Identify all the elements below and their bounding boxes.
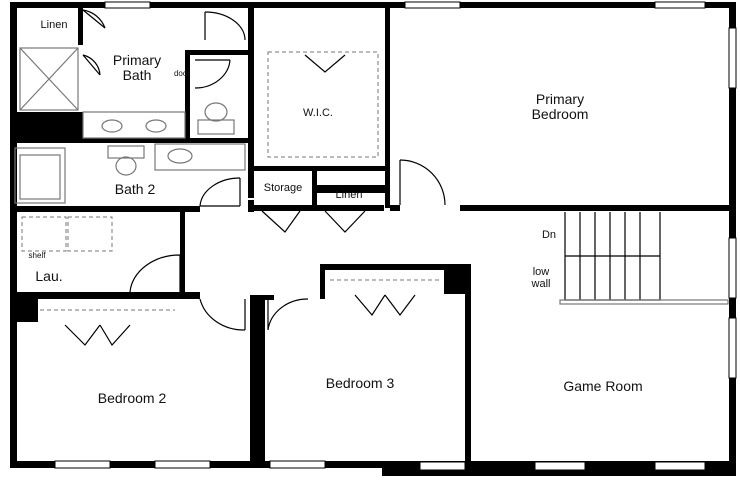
label-linen-hall: Linen [336, 189, 363, 201]
label-linen-top: Linen [41, 19, 68, 31]
label-dn: Dn [542, 229, 556, 241]
label-storage: Storage [264, 182, 303, 194]
label-bedroom-3: Bedroom 3 [326, 375, 395, 391]
label-game-room: Game Room [563, 378, 642, 394]
windows [54, 1, 737, 471]
staircase [559, 212, 729, 305]
label-primary-bedroom-1: Primary [536, 91, 584, 107]
interior-walls [10, 8, 736, 462]
room-labels: Linen Primary Bath door W.I.C. Primary B… [29, 19, 643, 406]
fixtures [14, 47, 729, 311]
label-bedroom-2: Bedroom 2 [98, 390, 167, 406]
label-primary-bedroom-2: Bedroom [532, 106, 589, 122]
label-shelf: shelf [29, 251, 47, 260]
label-low-wall-2: wall [531, 278, 551, 290]
label-bath-2: Bath 2 [115, 181, 156, 197]
label-primary-bath-1: Primary [113, 52, 161, 68]
doors [64, 9, 446, 347]
label-laundry: Lau. [35, 268, 62, 284]
label-primary-bath-2: Bath [123, 67, 152, 83]
label-low-wall-1: low [533, 266, 550, 278]
label-door: door [174, 69, 190, 78]
label-wic: W.I.C. [303, 107, 333, 119]
